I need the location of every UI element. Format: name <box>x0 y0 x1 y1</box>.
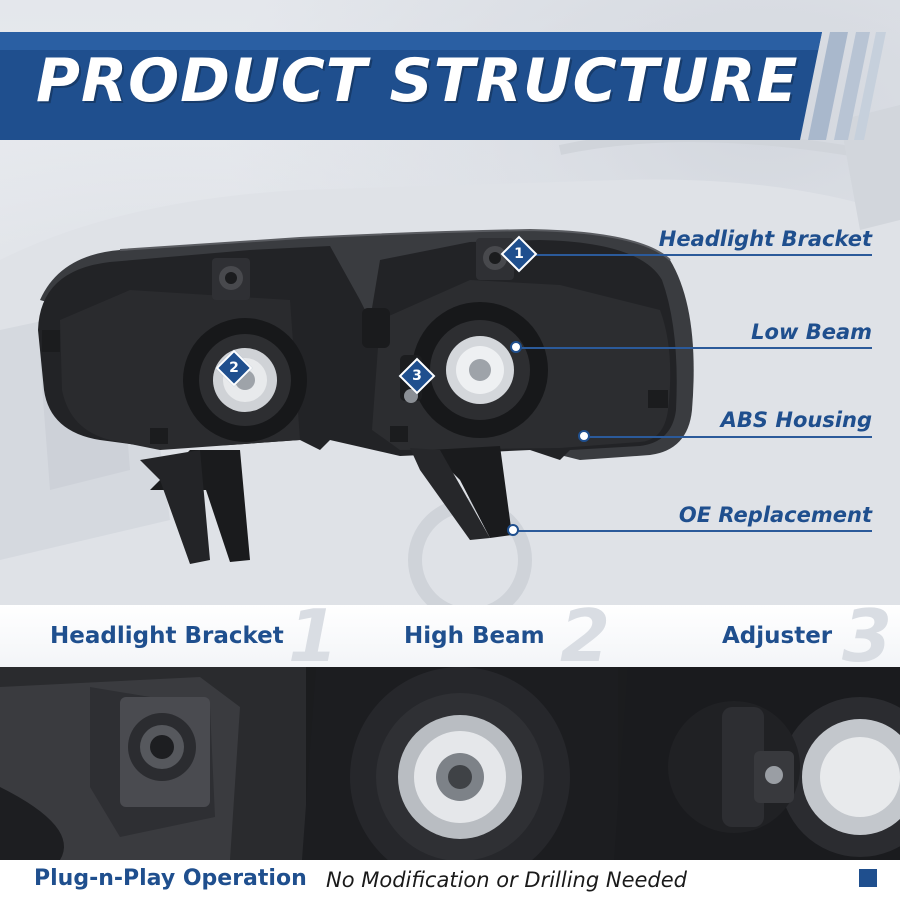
callout-line-abs-housing <box>586 436 872 438</box>
feature-number-2: 2 <box>560 594 611 678</box>
detail-photo-high-beam <box>302 667 618 860</box>
callout-line-low-beam <box>516 347 872 349</box>
detail-photos <box>0 667 900 860</box>
page-title: PRODUCT STRUCTURE <box>36 46 799 116</box>
footer-accent-square <box>859 869 877 887</box>
title-banner <box>0 32 886 140</box>
callout-line-oe-replacement <box>514 530 872 532</box>
feature-number-1: 1 <box>288 594 339 678</box>
footer: Plug-n-Play Operation No Modification or… <box>0 860 900 900</box>
footer-subtext: No Modification or Drilling Needed <box>326 868 687 892</box>
feature-number-3: 3 <box>842 594 893 678</box>
callout-line-headlight-bracket <box>528 254 872 256</box>
callout-dots <box>507 341 590 536</box>
product-structure-panel: PRODUCT STRUCTURE <box>0 0 900 605</box>
callout-low-beam: Low Beam <box>751 320 872 344</box>
feature-title-headlight-bracket: Headlight Bracket <box>50 623 284 649</box>
callout-abs-housing: ABS Housing <box>720 408 872 432</box>
feature-title-high-beam: High Beam <box>404 623 545 649</box>
detail-photo-headlight-bracket <box>0 667 306 860</box>
footer-headline: Plug-n-Play Operation <box>34 866 307 891</box>
feature-title-adjuster: Adjuster <box>722 623 833 649</box>
detail-photo-adjuster <box>614 667 900 860</box>
callout-oe-replacement: OE Replacement <box>678 503 872 527</box>
feature-strip: Headlight Bracket 1 High Beam 2 Adjuster… <box>0 594 900 678</box>
callout-headlight-bracket: Headlight Bracket <box>658 227 872 251</box>
headlight-assembly-image <box>38 228 694 564</box>
